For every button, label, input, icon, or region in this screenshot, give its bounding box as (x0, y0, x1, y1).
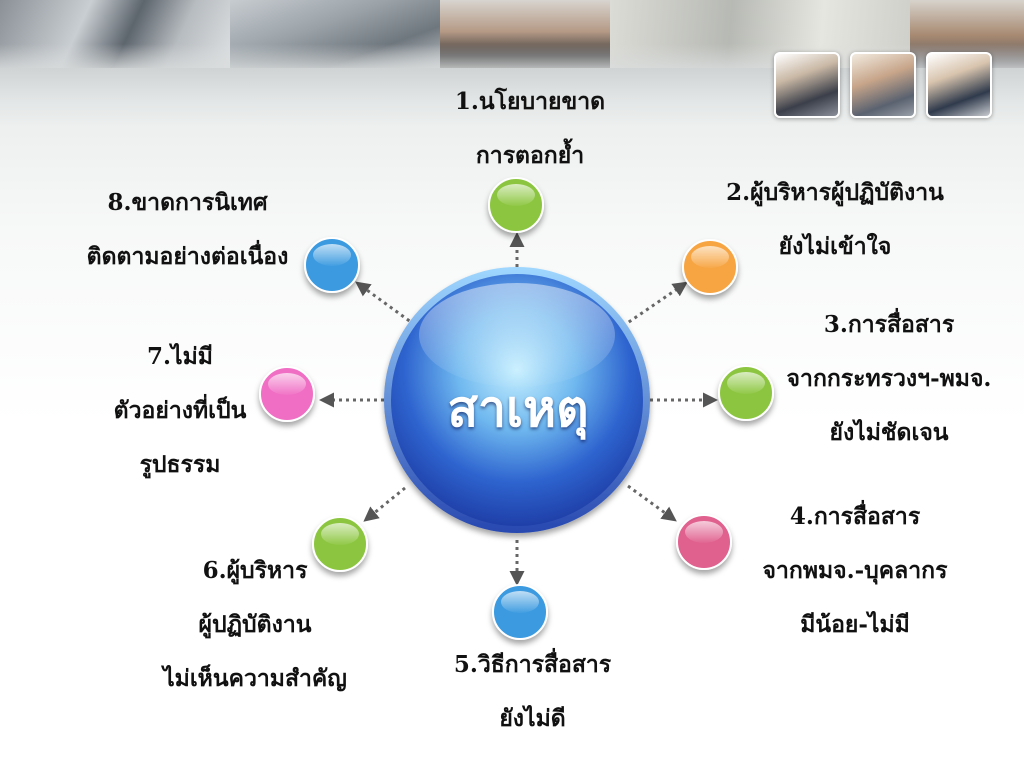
cause-2-line-1: 2.ผู้บริหารผู้ปฏิบัติงาน (726, 179, 944, 206)
cause-5-line-1: 5.วิธีการสื่อสาร (453, 651, 612, 678)
cause-6-label: 6.ผู้บริหาร ผู้ปฏิบัติงาน ไม่เห็นความสำค… (140, 544, 370, 706)
cause-6-connector (363, 486, 406, 522)
center-label: สาเหตุ (447, 380, 589, 438)
cause-8-connector (355, 281, 416, 327)
cause-2-node (682, 239, 738, 295)
cause-6-node (312, 516, 368, 572)
cause-4-label: 4.การสื่อสาร จากพมจ.-บุคลากร มีน้อย-ไม่ม… (724, 490, 986, 652)
thumbnail-photo-1 (774, 52, 840, 118)
cause-1-label: 1.นโยบายขาด การตอกย้ำ (425, 75, 635, 183)
cause-6-line-1: 6.ผู้บริหาร (202, 557, 308, 584)
cause-4-line-3: มีน้อย-ไม่มี (800, 611, 910, 638)
cause-8-line-2: ติดตามอย่างต่อเนื่อง (86, 243, 289, 270)
cause-8-node (304, 237, 360, 293)
cause-7-line-3: รูปธรรม (139, 451, 221, 478)
cause-7-line-2: ตัวอย่างที่เป็น (113, 397, 247, 424)
cause-5-line-2: ยังไม่ดี (499, 705, 566, 732)
cause-7-line-1: 7.ไม่มี (147, 343, 213, 370)
center-hub (384, 267, 650, 533)
cause-8-label: 8.ขาดการนิเทศ ติดตามอย่างต่อเนื่อง (60, 176, 315, 284)
cause-6-line-3: ไม่เห็นความสำคัญ (163, 665, 347, 692)
cause-7-label: 7.ไม่มี ตัวอย่างที่เป็น รูปธรรม (90, 330, 270, 492)
cause-4-line-2: จากพมจ.-บุคลากร (762, 557, 948, 584)
cause-1-line-2: การตอกย้ำ (475, 142, 585, 169)
thumbnail-photo-3 (926, 52, 992, 118)
cause-1-line-1: 1.นโยบายขาด (454, 88, 606, 115)
cause-8-line-1: 8.ขาดการนิเทศ (107, 189, 268, 216)
cause-3-label: 3.การสื่อสาร จากกระทรวงฯ-พมจ. ยังไม่ชัดเ… (758, 298, 1020, 460)
cause-2-connector (622, 281, 688, 328)
cause-7-node (259, 366, 315, 422)
cause-3-line-1: 3.การสื่อสาร (823, 311, 955, 338)
cause-3-node (718, 365, 774, 421)
cause-5-node (492, 584, 548, 640)
cause-2-line-2: ยังไม่เข้าใจ (778, 233, 892, 260)
cause-6-line-2: ผู้ปฏิบัติงาน (198, 611, 312, 638)
cause-2-label: 2.ผู้บริหารผู้ปฏิบัติงาน ยังไม่เข้าใจ (690, 166, 980, 274)
cause-3-line-3: ยังไม่ชัดเจน (829, 419, 949, 446)
cause-4-connector (627, 484, 677, 522)
cause-5-label: 5.วิธีการสื่อสาร ยังไม่ดี (420, 638, 645, 746)
cause-3-line-2: จากกระทรวงฯ-พมจ. (786, 365, 992, 392)
thumbnail-photo-2 (850, 52, 916, 118)
cause-1-node (488, 177, 544, 233)
cause-4-line-1: 4.การสื่อสาร (789, 503, 921, 530)
cause-4-node (676, 514, 732, 570)
